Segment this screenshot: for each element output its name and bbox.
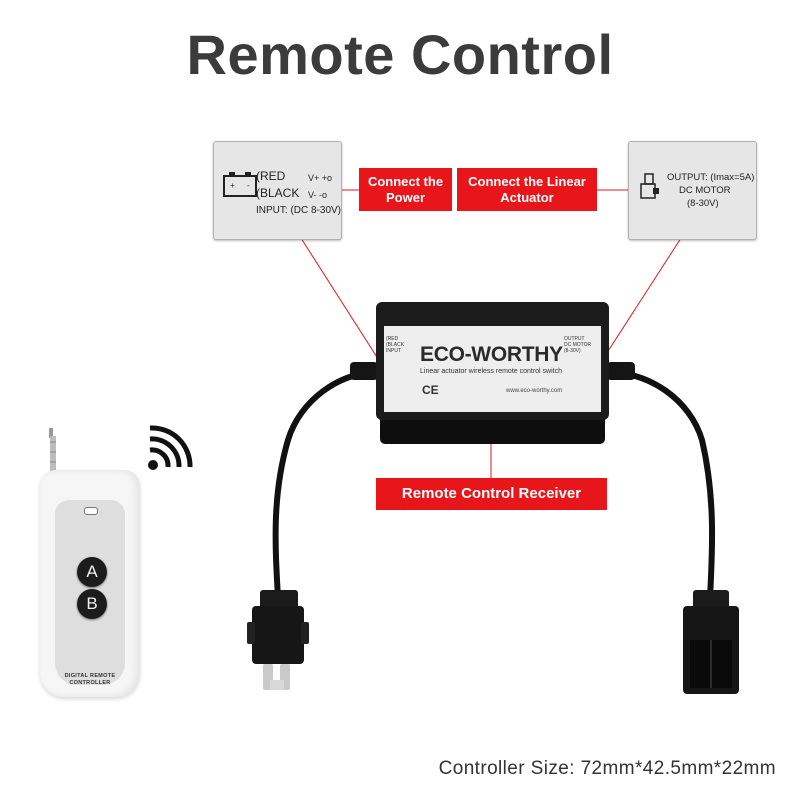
input-voltage-label: INPUT: (DC 8-30V) <box>256 205 342 216</box>
black-wire-label: (BLACK <box>256 186 300 200</box>
motor-terminal-zoom: OUTPUT: (Imax=5A) DC MOTOR (8-30V) <box>628 141 757 240</box>
receiver-label: Remote Control Receiver <box>376 478 607 510</box>
remote-controller: A B DIGITAL REMOTE CONTROLLER <box>40 470 140 697</box>
left-cable <box>272 362 381 601</box>
remote-control-receiver: (RED (BLACK INPUT OUTPUT DC MOTOR (8-30V… <box>376 302 609 444</box>
remote-button-a[interactable]: A <box>77 557 107 587</box>
battery-icon: + - <box>223 172 257 197</box>
male-plug-connector <box>247 590 309 690</box>
led-indicator <box>84 507 98 515</box>
dc-motor-label: DC MOTOR <box>679 185 731 196</box>
power-terminal-zoom: + - (RED (BLACK V+ +o V- -o INPUT: (DC 8… <box>213 141 342 240</box>
device-subtitle: Linear actuator wireless remote control … <box>420 368 563 375</box>
page-title: Remote Control <box>186 23 614 86</box>
receiver-label-sticker: (RED (BLACK INPUT OUTPUT DC MOTOR (8-30V… <box>384 326 601 412</box>
remote-button-b[interactable]: B <box>77 589 107 619</box>
connect-actuator-label: Connect the Linear Actuator <box>457 168 597 211</box>
red-wire-label: (RED <box>256 169 286 183</box>
connect-power-label: Connect the Power <box>359 168 452 211</box>
receiver-output-text: OUTPUT DC MOTOR (8-30V) <box>564 336 592 354</box>
connect-power-line1: Connect the <box>367 173 444 189</box>
remote-button-panel: A B DIGITAL REMOTE CONTROLLER <box>55 500 125 686</box>
connect-actuator-line2: Actuator <box>500 189 554 205</box>
ce-mark: CE <box>422 383 439 397</box>
v-minus-label: V- -o <box>308 190 328 200</box>
website-text: www.eco-worthy.com <box>506 388 563 394</box>
brand-logo: ECO-WORTHY <box>420 343 563 366</box>
output-current-label: OUTPUT: (Imax=5A) <box>667 172 755 183</box>
receiver-input-text: (RED (BLACK INPUT <box>386 336 405 354</box>
output-voltage-label: (8-30V) <box>687 198 719 209</box>
svg-text:+: + <box>230 181 235 190</box>
remote-caption-line1: DIGITAL REMOTE <box>64 673 116 679</box>
connect-actuator-line1: Connect the Linear <box>468 173 586 189</box>
remote-caption-line2: CONTROLLER <box>69 680 111 686</box>
connect-power-line2: Power <box>385 189 425 205</box>
female-plug-connector <box>683 590 739 694</box>
right-cable <box>604 362 716 601</box>
wireless-signal-icon <box>148 425 193 470</box>
svg-text:-: - <box>247 181 250 190</box>
controller-size-text: Controller Size: 72mm*42.5mm*22mm <box>438 758 776 779</box>
power-pointer-line <box>298 234 390 377</box>
v-plus-label: V+ +o <box>308 173 333 183</box>
motor-icon <box>640 173 659 199</box>
